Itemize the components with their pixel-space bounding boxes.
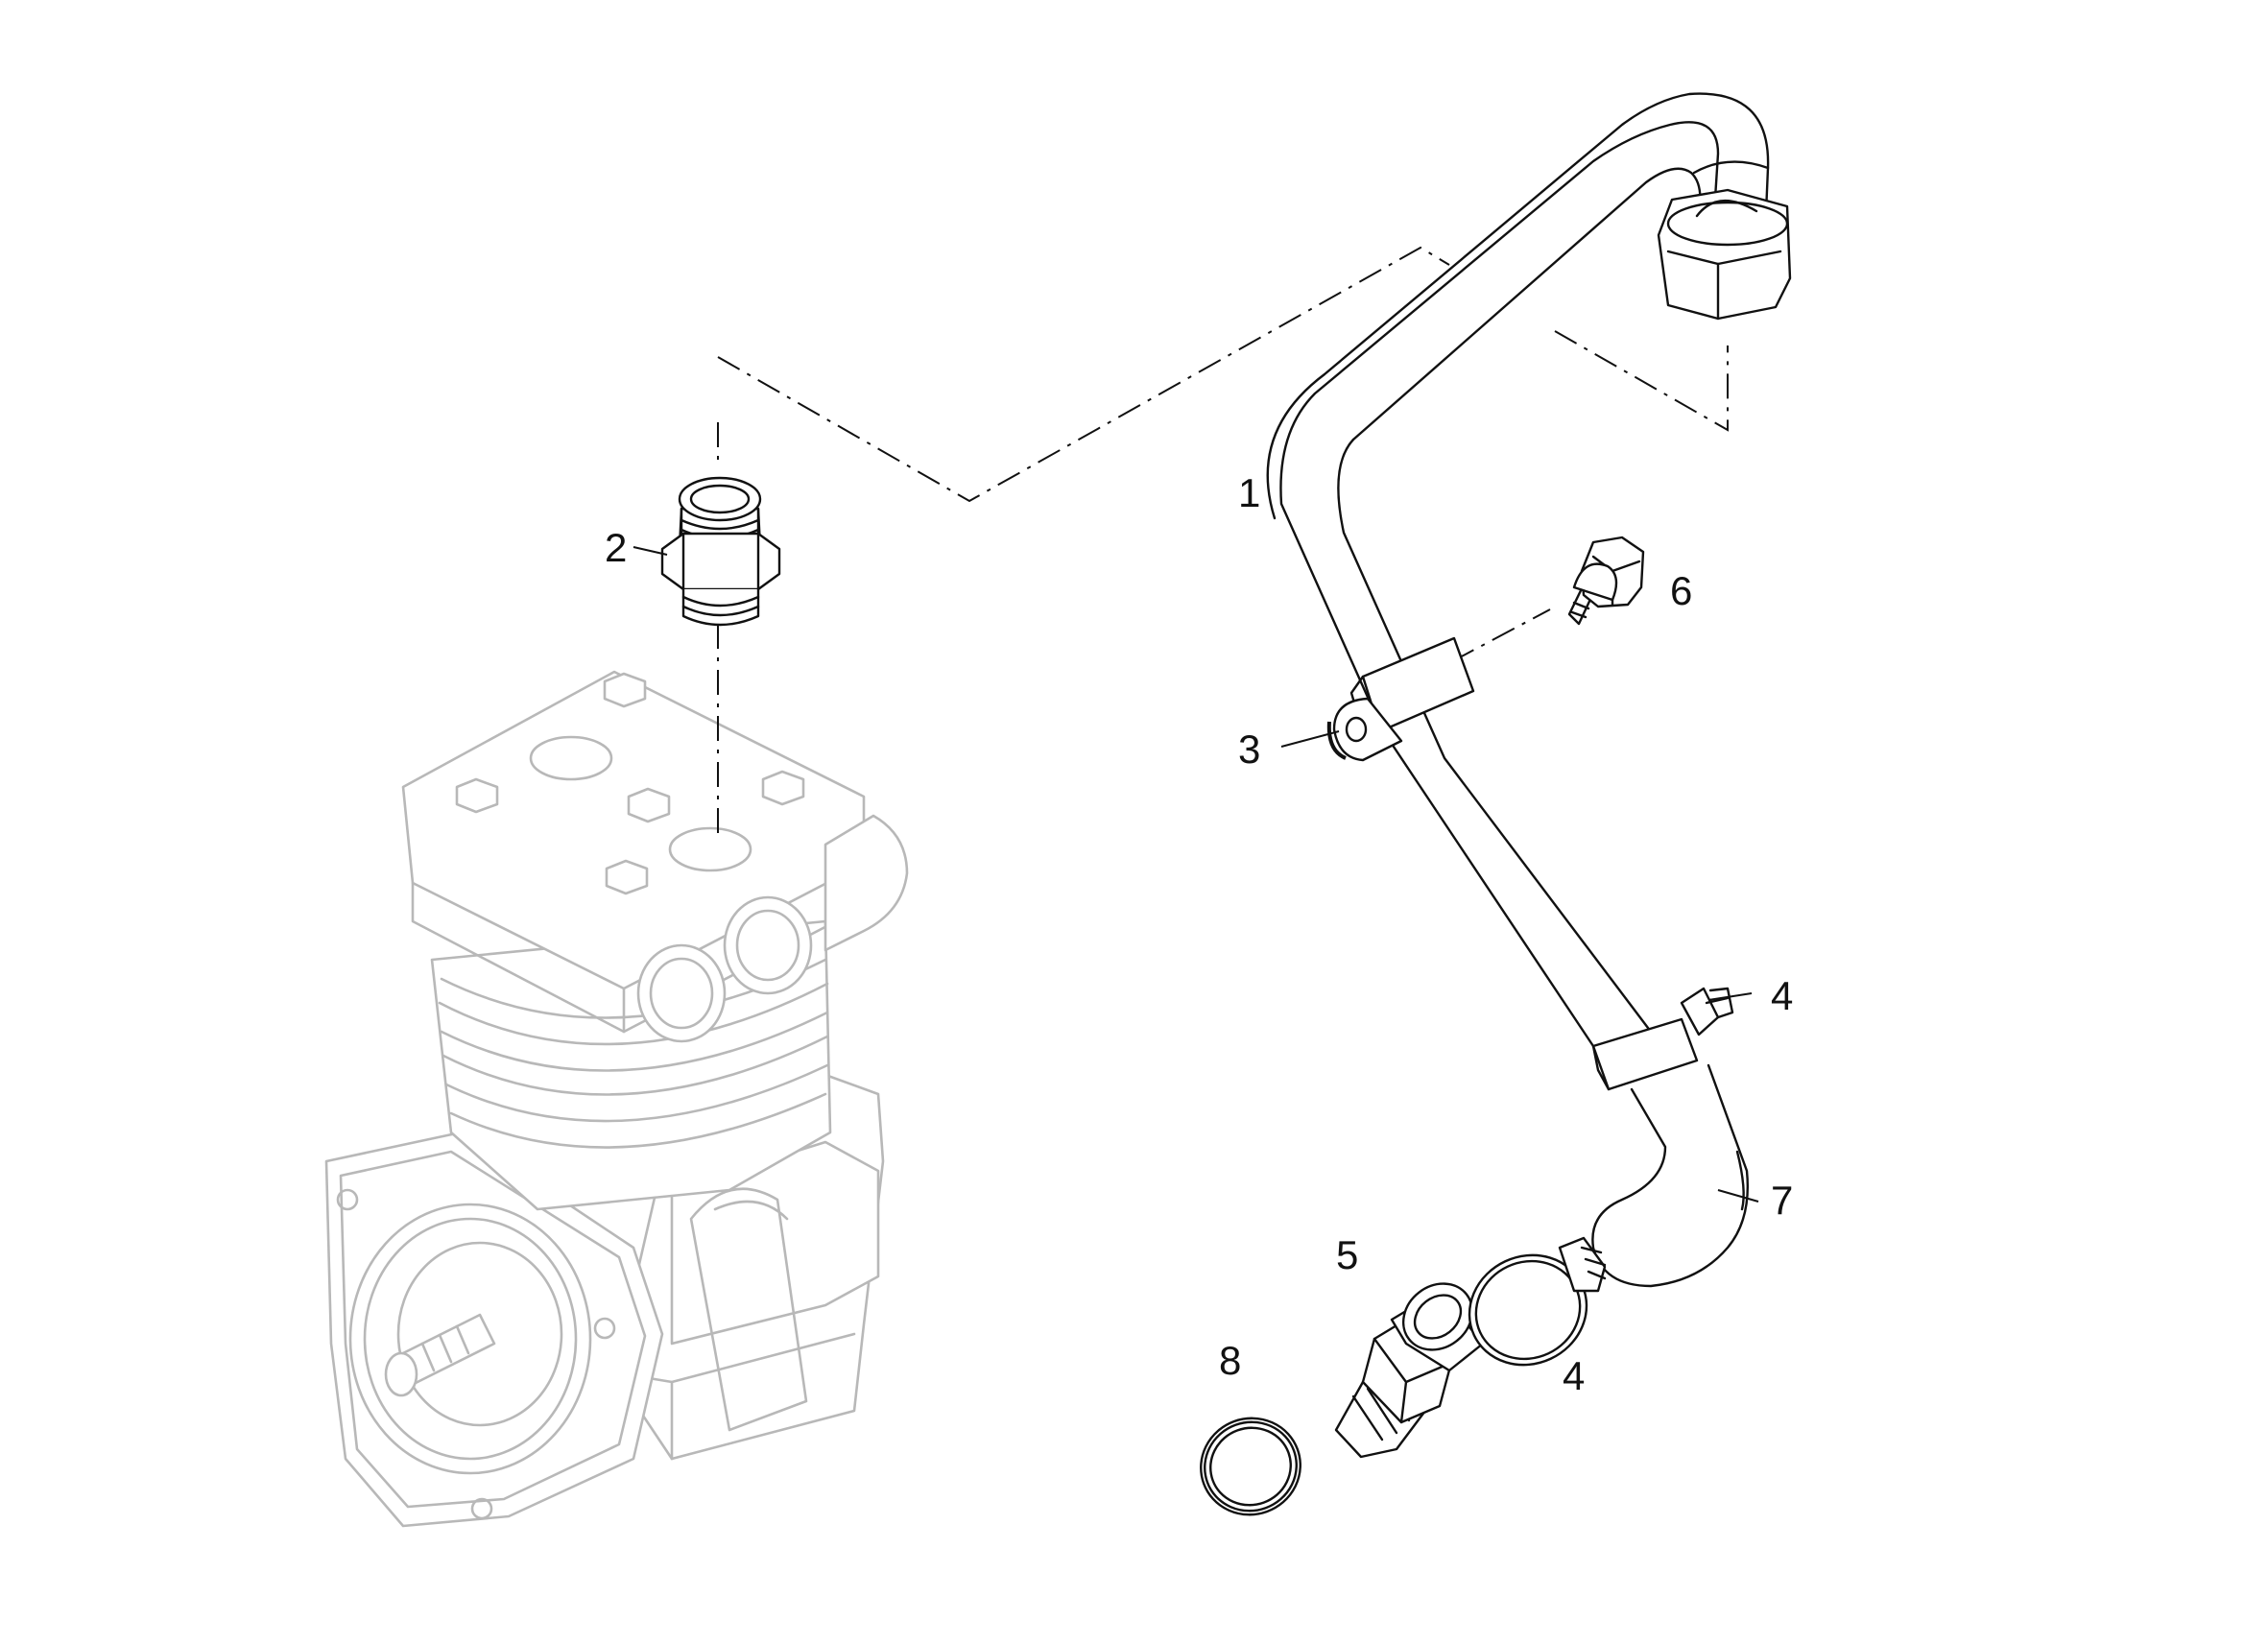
hose-clamp-lower-part-4 (1468, 1236, 1607, 1367)
p-clamp-part-3 (1326, 636, 1475, 762)
air-compressor (324, 670, 909, 1528)
pipe-part-1 (1266, 92, 1792, 1048)
adapter-fitting-part-2 (660, 476, 781, 627)
callout-4-upper: 4 (1771, 973, 1793, 1018)
callout-5: 5 (1336, 1232, 1358, 1277)
assembly-center-lines (717, 246, 1729, 840)
callout-8: 8 (1219, 1338, 1241, 1383)
callout-3: 3 (1238, 727, 1260, 772)
callout-labels: 1 2 3 4 4 5 6 7 8 (605, 470, 1793, 1398)
callout-7: 7 (1771, 1178, 1793, 1223)
leader-lines (633, 546, 1759, 1203)
hose-part-7 (1591, 1063, 1749, 1288)
seal-ring-part-8 (1200, 1417, 1301, 1516)
hose-nipple-part-5 (1334, 1282, 1485, 1459)
callout-4-lower: 4 (1563, 1353, 1585, 1398)
callout-1: 1 (1238, 470, 1260, 515)
callout-6: 6 (1670, 568, 1692, 613)
bolt-part-6 (1567, 536, 1645, 626)
callout-2: 2 (605, 525, 627, 570)
